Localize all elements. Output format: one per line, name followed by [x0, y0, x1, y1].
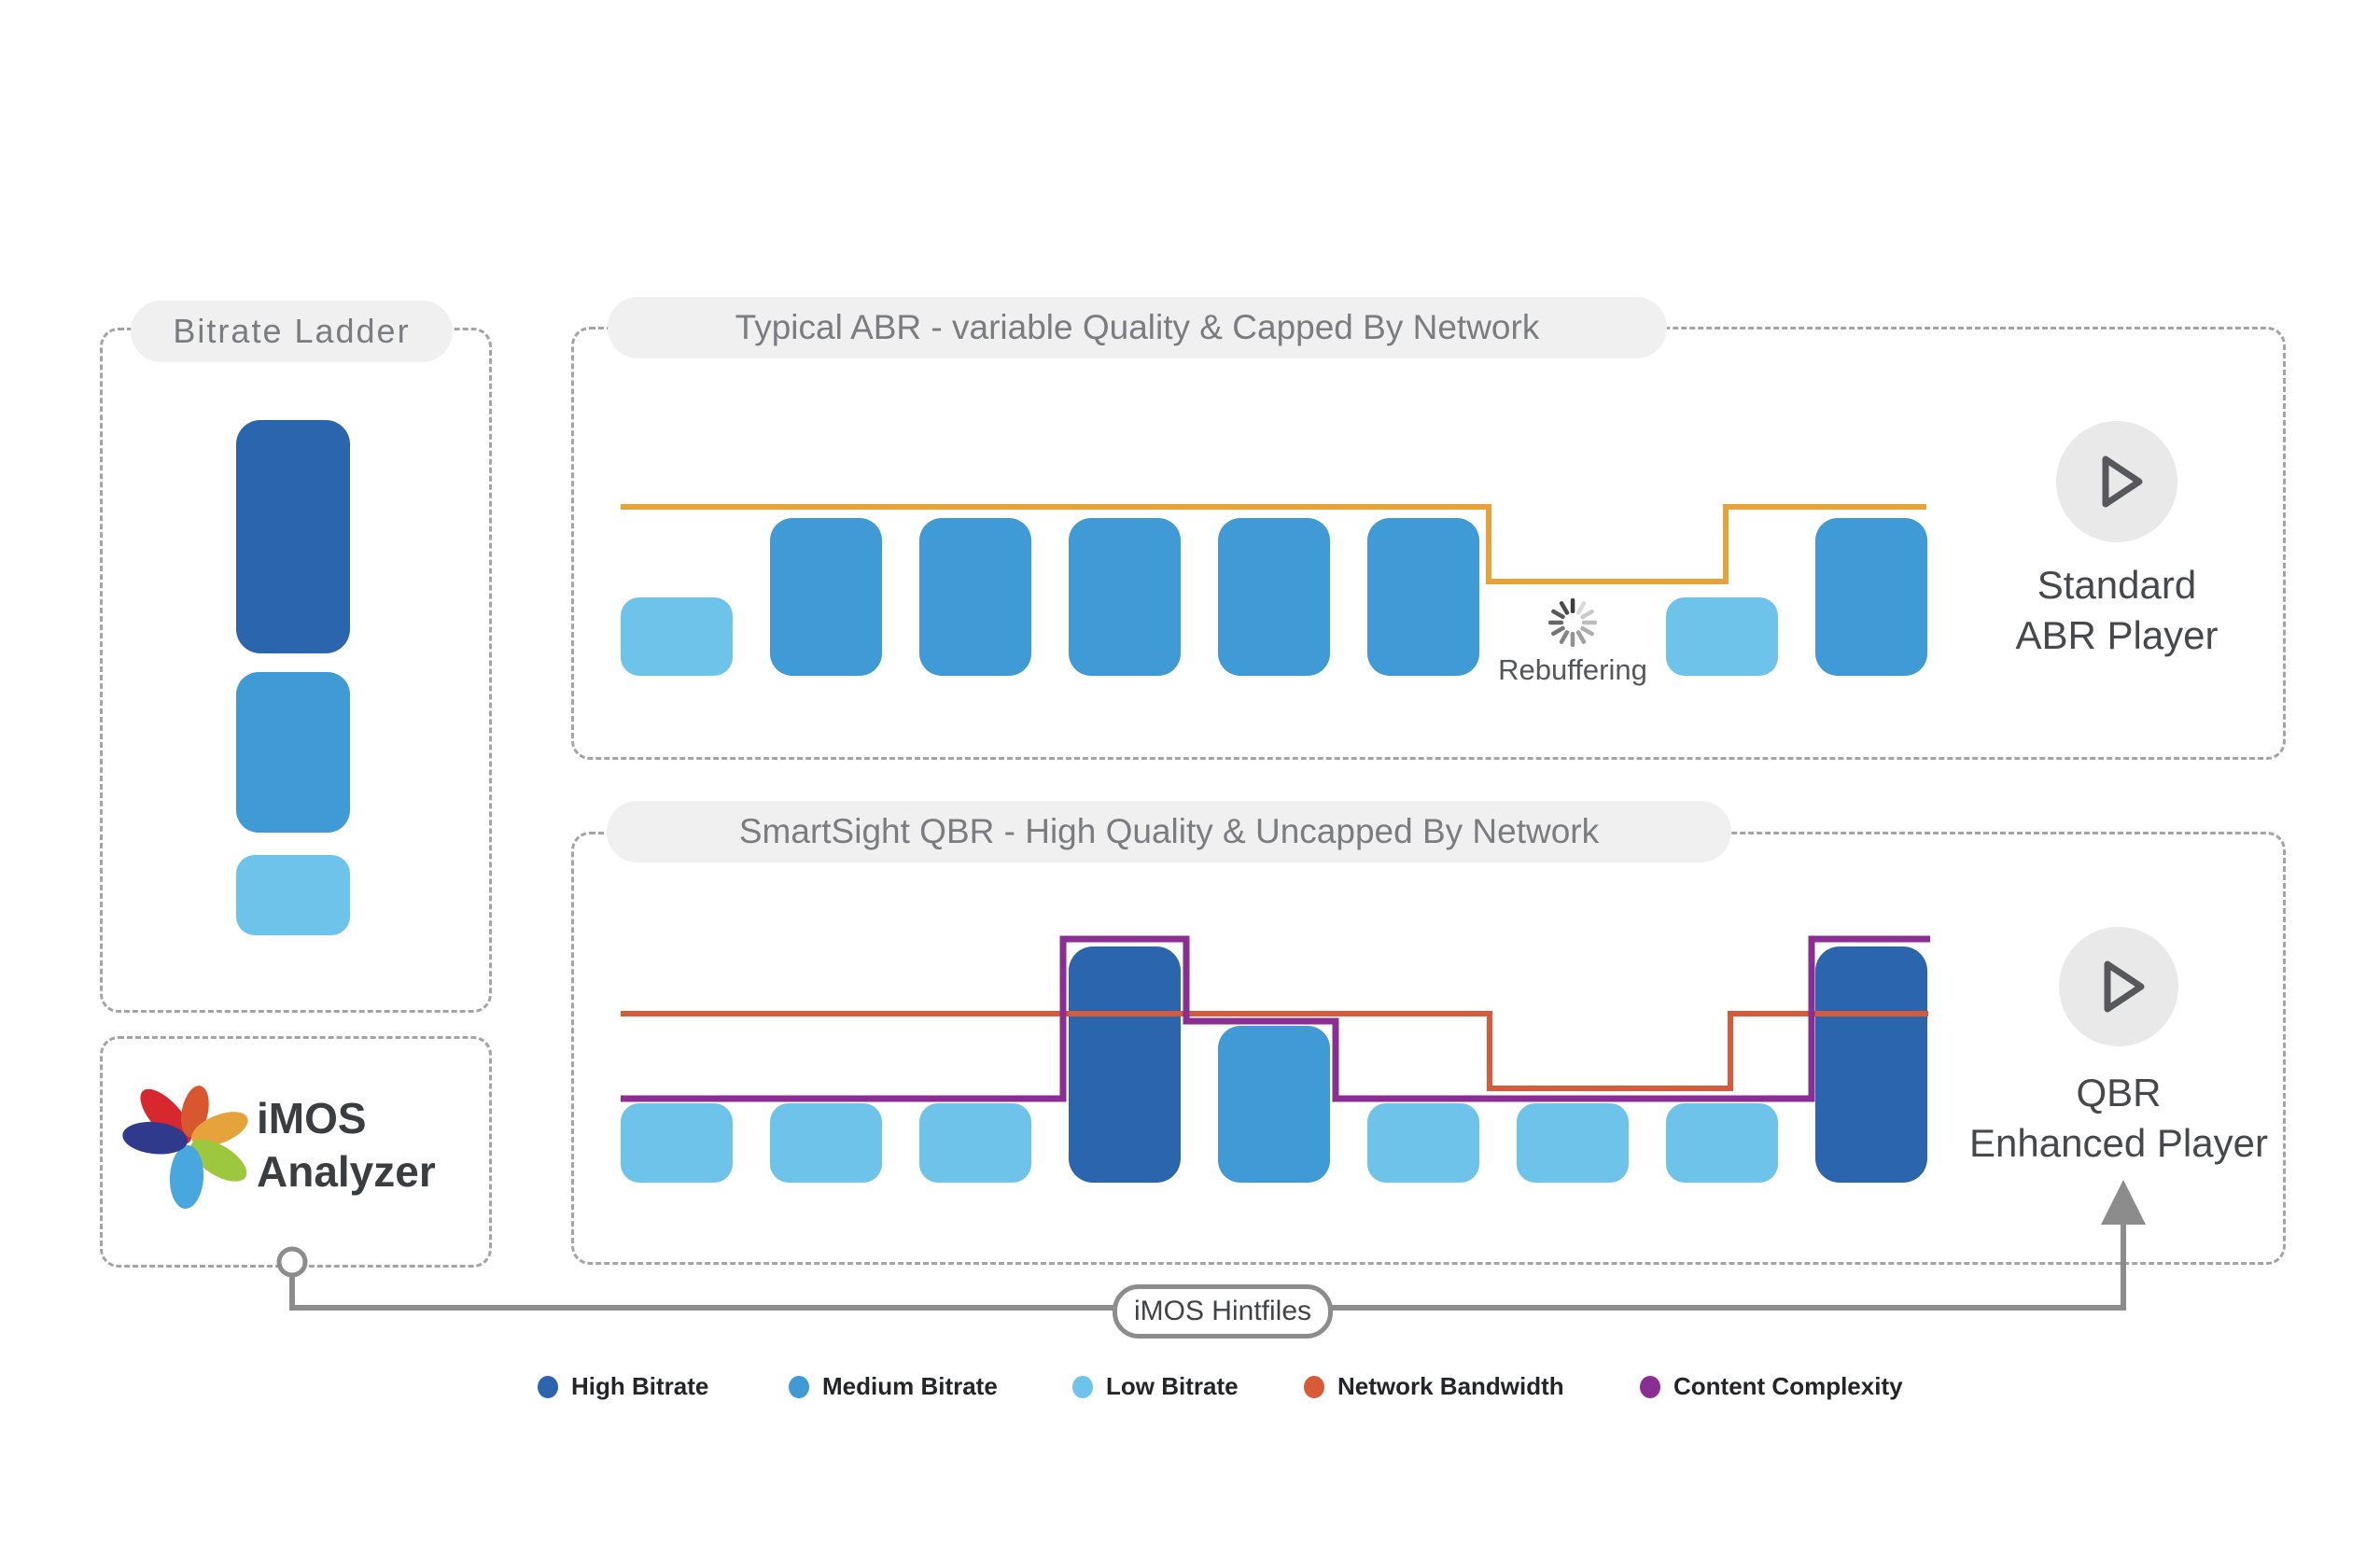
standard-abr-play-icon-circle — [2056, 421, 2177, 542]
legend-item-medium-bitrate: Medium Bitrate — [789, 1372, 998, 1401]
legend-item-network-bandwidth: Network Bandwidth — [1304, 1372, 1564, 1401]
qbr-low-bar — [621, 1103, 733, 1183]
qbr-enhanced-play-icon-circle — [2059, 927, 2178, 1046]
rebuffering-spinner-icon — [1548, 620, 1563, 625]
qbr-enhanced-player-label: QBR Enhanced Player — [1960, 1068, 2277, 1169]
legend: High Bitrate Medium Bitrate Low Bitrate Net… — [0, 1372, 2380, 1409]
spinner-tick — [1570, 598, 1575, 613]
imos-flower-logo-petal — [122, 1121, 189, 1155]
spinner-tick — [1580, 609, 1594, 620]
ladder-high-bar — [236, 420, 350, 653]
spinner-tick — [1575, 601, 1587, 615]
imos-analyzer-line1: iMOS — [257, 1094, 367, 1142]
qbr-player-line1: QBR — [2076, 1071, 2162, 1114]
imos-hintfiles-pill: iMOS Hintfiles — [1113, 1284, 1333, 1339]
connector-arrowhead-icon — [2101, 1180, 2146, 1225]
rebuffering-spinner-icon — [1559, 630, 1570, 644]
abr-medium-bar — [1815, 518, 1927, 676]
spinner-tick — [1548, 620, 1563, 625]
spinner-tick — [1580, 625, 1594, 637]
spinner-tick — [1582, 620, 1597, 625]
abr-medium-bar — [919, 518, 1031, 676]
bitrate-ladder-title: Bitrate Ladder — [131, 301, 453, 362]
spinner-tick — [1551, 625, 1565, 637]
ladder-low-bar — [236, 855, 350, 935]
imos-analyzer-line2: Analyzer — [257, 1147, 436, 1196]
legend-dot-icon — [789, 1375, 809, 1398]
qbr-content-complexity-line — [621, 935, 1930, 1102]
spinner-tick — [1559, 601, 1570, 615]
legend-label: High Bitrate — [571, 1372, 709, 1400]
qbr-low-bar — [1367, 1103, 1479, 1183]
qbr-player-line2: Enhanced Player — [1969, 1121, 2268, 1165]
abr-network-bandwidth-line — [621, 504, 1926, 584]
legend-item-high-bitrate: High Bitrate — [538, 1372, 708, 1401]
ladder-medium-bar — [236, 672, 350, 833]
rebuffering-spinner-icon — [1570, 632, 1575, 647]
legend-item-content-complexity: Content Complexity — [1640, 1372, 1903, 1401]
abr-medium-bar — [1069, 518, 1181, 676]
abr-medium-bar — [1367, 518, 1479, 676]
abr-medium-bar — [1218, 518, 1330, 676]
qbr-low-bar — [770, 1103, 882, 1183]
rebuffering-spinner-icon — [1580, 625, 1594, 637]
qbr-high-bar — [1815, 946, 1927, 1183]
standard-abr-play-icon — [2102, 456, 2143, 508]
legend-label: Low Bitrate — [1106, 1372, 1239, 1400]
spinner-tick — [1559, 630, 1570, 644]
qbr-enhanced-play-icon — [2104, 960, 2145, 1013]
standard-abr-player-line2: ABR Player — [2015, 613, 2219, 657]
rebuffering-spinner-icon — [1551, 609, 1565, 620]
imos-flower-logo-petal — [169, 1144, 204, 1209]
qbr-low-bar — [1666, 1103, 1778, 1183]
rebuffering-spinner-icon — [1559, 601, 1570, 615]
legend-dot-icon — [1640, 1375, 1660, 1398]
qbr-medium-bar — [1218, 1026, 1330, 1183]
legend-dot-icon — [1072, 1375, 1093, 1398]
rebuffering-spinner-icon — [1570, 598, 1575, 613]
qbr-network-bandwidth-line — [621, 1011, 1928, 1091]
smartsight-qbr-title: SmartSight QBR - High Quality & Uncapped… — [607, 801, 1731, 862]
rebuffering-spinner-icon — [1575, 601, 1587, 615]
standard-abr-player-label: Standard ABR Player — [1958, 560, 2275, 661]
qbr-low-bar — [1517, 1103, 1629, 1183]
spinner-tick — [1575, 630, 1587, 644]
legend-dot-icon — [538, 1375, 558, 1398]
imos-analyzer-label: iMOS Analyzer — [257, 1092, 436, 1199]
abr-low-bar — [1666, 597, 1778, 676]
typical-abr-title: Typical ABR - variable Quality & Capped … — [608, 297, 1667, 358]
rebuffering-spinner-icon — [1551, 625, 1565, 637]
qbr-low-bar — [919, 1103, 1031, 1183]
qbr-high-bar — [1069, 946, 1181, 1183]
rebuffering-spinner-icon — [1582, 620, 1597, 625]
spinner-tick — [1570, 632, 1575, 647]
rebuffering-spinner-icon — [1580, 609, 1594, 620]
connector-origin-circle — [276, 1246, 308, 1278]
legend-dot-icon — [1304, 1375, 1324, 1398]
rebuffering-label: Rebuffering — [1498, 653, 1647, 686]
legend-label: Content Complexity — [1673, 1372, 1903, 1400]
rebuffering-spinner-icon — [1575, 630, 1587, 644]
imos-flower-logo-petal — [191, 1112, 248, 1146]
spinner-tick — [1551, 609, 1565, 620]
abr-low-bar — [621, 597, 733, 676]
standard-abr-player-line1: Standard — [2037, 563, 2197, 607]
imos-flower-logo-petal — [190, 1139, 247, 1182]
abr-medium-bar — [770, 518, 882, 676]
legend-item-low-bitrate: Low Bitrate — [1072, 1372, 1239, 1401]
legend-label: Medium Bitrate — [822, 1372, 998, 1400]
legend-label: Network Bandwidth — [1337, 1372, 1564, 1400]
